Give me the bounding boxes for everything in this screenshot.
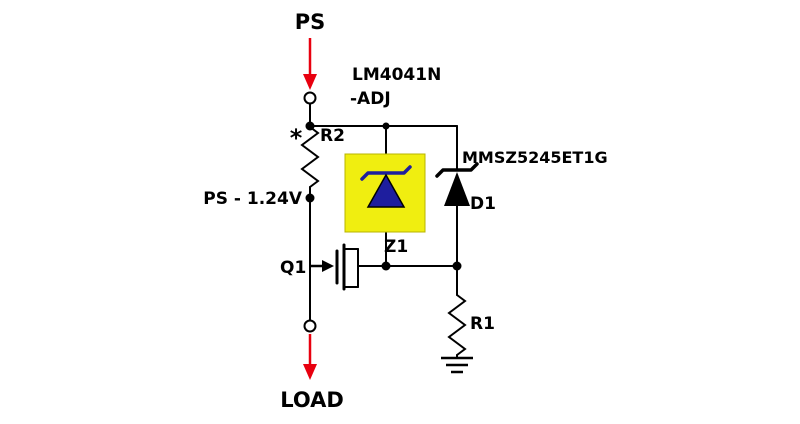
- z1-zener-icon: [366, 173, 406, 208]
- supply-terminal: PS: [295, 10, 326, 105]
- r1-label: R1: [470, 314, 495, 334]
- junction-z1-top: [382, 122, 390, 130]
- q1-body-arrow-icon: [322, 260, 334, 272]
- load-terminal: LOAD: [280, 319, 344, 412]
- mosfet-q1: Q1: [280, 243, 359, 291]
- r1-zigzag: [447, 294, 467, 356]
- supply-terminal-pin: [303, 91, 317, 105]
- supply-flow-arrow-icon: [303, 74, 317, 90]
- r2-label: R2: [320, 126, 345, 146]
- d1-cathode-bar: [435, 162, 479, 178]
- r2-star-label: *: [290, 124, 303, 152]
- regulator-name-line1: LM4041N: [352, 65, 441, 85]
- q1-label: Q1: [280, 258, 306, 278]
- regulator-part-label: LM4041N -ADJ: [350, 65, 441, 109]
- ground-symbol: [441, 356, 473, 374]
- regulator-name-line2: -ADJ: [350, 89, 391, 109]
- resistor-r1: R1: [447, 294, 495, 356]
- d1-zener-icon: [444, 172, 470, 206]
- supply-label: PS: [295, 10, 326, 34]
- z1-label: Z1: [384, 237, 408, 257]
- d1-part-label: MMSZ5245ET1G: [462, 148, 608, 167]
- r2-zigzag: [300, 126, 320, 188]
- d1-label: D1: [470, 194, 496, 214]
- z1-cathode-bar: [360, 165, 412, 181]
- junction-sense-node: [305, 193, 315, 203]
- zener-diode-d1: MMSZ5245ET1G D1: [435, 148, 608, 214]
- junction-z1-bottom: [381, 261, 391, 271]
- load-label: LOAD: [280, 388, 344, 412]
- junction-d1-bottom: [452, 261, 462, 271]
- shunt-reference-z1: Z1: [344, 153, 426, 257]
- resistor-r2: * R2: [290, 124, 345, 188]
- load-flow-arrow-icon: [303, 364, 317, 380]
- load-terminal-pin: [303, 319, 317, 333]
- node-voltage-label: PS - 1.24V: [203, 189, 303, 209]
